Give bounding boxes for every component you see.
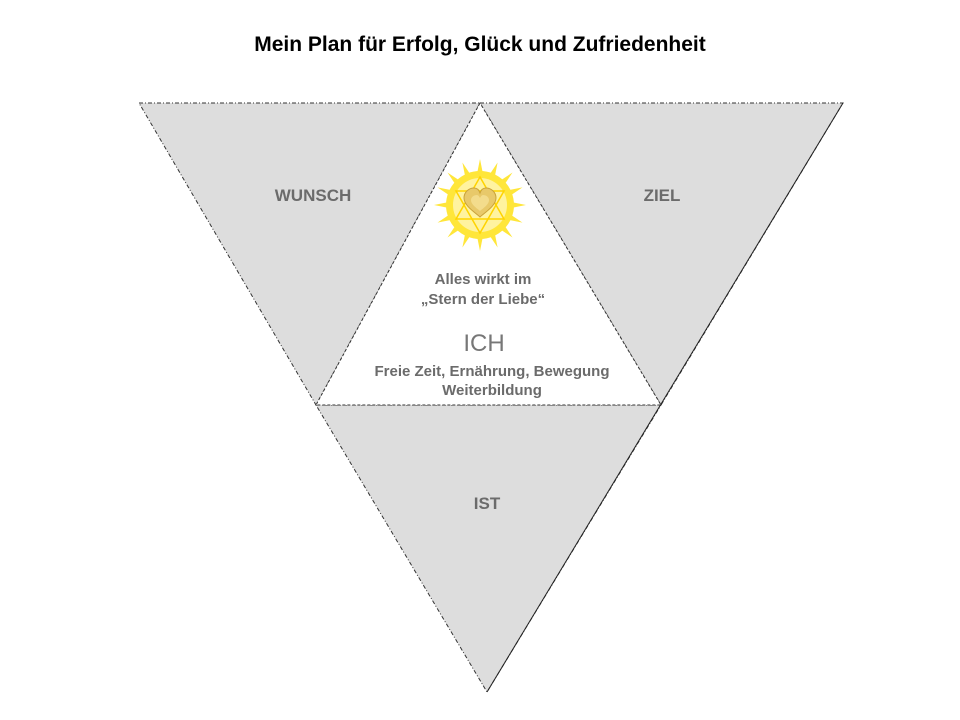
page-title: Mein Plan für Erfolg, Glück und Zufriede…: [254, 33, 706, 56]
wunsch-label: WUNSCH: [274, 186, 352, 205]
center-text-line2: „Stern der Liebe“: [420, 291, 546, 308]
wunsch-segment[interactable]: [138, 102, 481, 407]
sun-heart-icon: [434, 159, 526, 251]
center-text-line1: Alles wirkt im: [434, 271, 532, 288]
heart-inner-icon: [471, 195, 489, 211]
ziel-label: ZIEL: [643, 186, 681, 205]
outer-edge-right: [486, 102, 844, 693]
ich-center-triangle[interactable]: [315, 101, 662, 406]
focus-line1: Freie Zeit, Ernährung, Bewegung: [374, 363, 610, 380]
ist-label: IST: [473, 494, 501, 513]
ich-label: ICH: [463, 330, 505, 357]
ist-segment[interactable]: [315, 404, 662, 693]
sun-inner-triangle-inverted: [454, 190, 506, 235]
focus-line2: Weiterbildung: [442, 382, 542, 399]
